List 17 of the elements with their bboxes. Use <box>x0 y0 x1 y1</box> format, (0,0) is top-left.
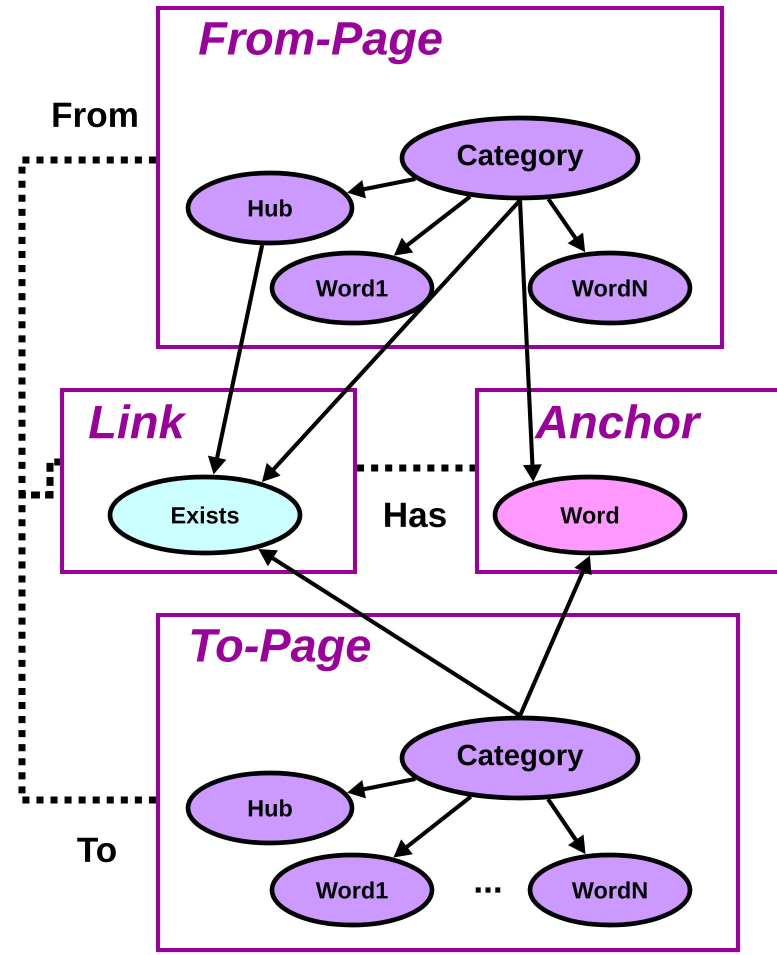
oval-node: Word <box>492 474 688 556</box>
dotted-connector <box>357 464 475 472</box>
oval-node: Exists <box>108 474 302 556</box>
oval-node: WordN <box>528 852 692 928</box>
oval-node: Hub <box>186 770 354 846</box>
oval-node: WordN <box>528 250 692 326</box>
oval-node: Word1 <box>270 250 434 326</box>
oval-node: Category <box>400 116 640 200</box>
dotted-connector <box>18 458 156 804</box>
dotted-connector <box>18 156 156 499</box>
oval-node: Category <box>400 716 640 800</box>
ellipsis-text: ... <box>476 887 500 893</box>
oval-node: Hub <box>186 170 354 246</box>
edge-label: From <box>50 102 140 128</box>
edge-label: Has <box>382 502 448 528</box>
oval-node: Word1 <box>270 852 434 928</box>
edge-label: To <box>76 836 118 864</box>
